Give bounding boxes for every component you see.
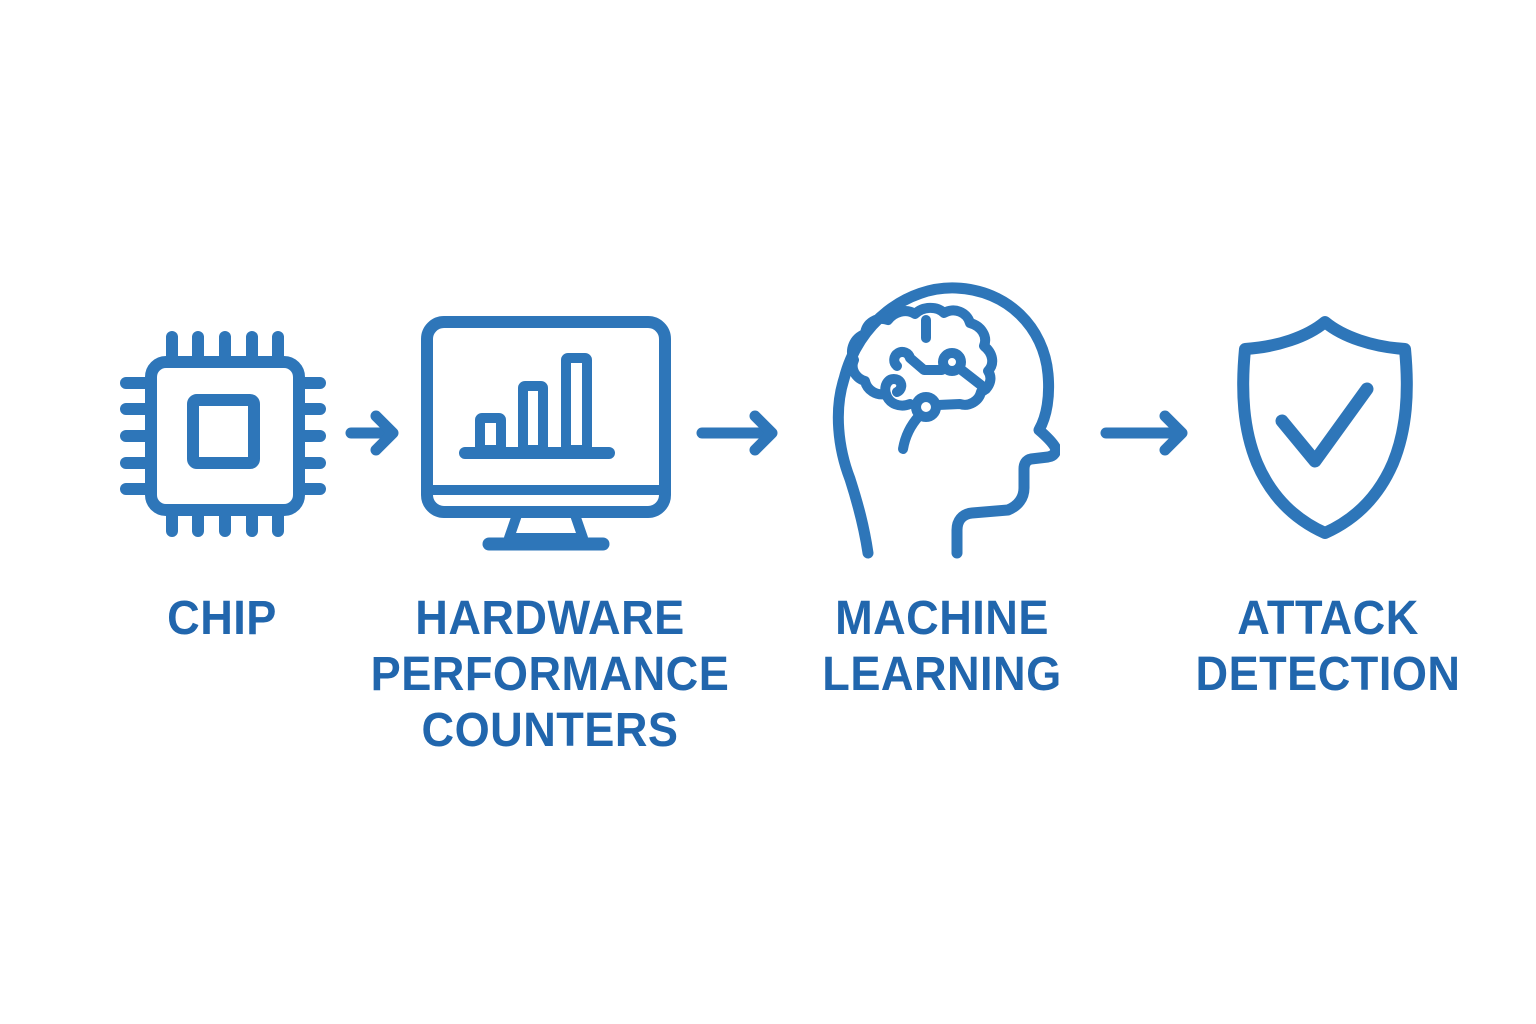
- arrow-right-icon: [345, 410, 399, 456]
- step-label-hardware-performance-counters: HARDWARE PERFORMANCE COUNTERS: [324, 591, 775, 759]
- step-label-line: HARDWARE: [415, 592, 685, 645]
- monitor-bar-chart-icon: [421, 316, 671, 551]
- step-label-line: MACHINE: [835, 592, 1049, 645]
- step-label-line: PERFORMANCE: [370, 648, 730, 701]
- step-label-line: COUNTERS: [421, 704, 679, 757]
- chip-icon: [120, 331, 326, 537]
- step-label-line: CHIP: [167, 592, 277, 645]
- checkmark-icon: [1275, 382, 1374, 468]
- shield-check-icon: [1237, 316, 1413, 539]
- step-label-line: DETECTION: [1195, 648, 1461, 701]
- arrow-right-icon: [1100, 410, 1188, 456]
- step-label-line: LEARNING: [822, 648, 1062, 701]
- arrow-right-icon: [696, 410, 778, 456]
- step-label-line: ATTACK: [1237, 592, 1419, 645]
- step-label-attack-detection: ATTACK DETECTION: [1102, 591, 1536, 703]
- head-brain-icon: [832, 282, 1060, 559]
- step-label-chip: CHIP: [0, 591, 448, 647]
- step-label-machine-learning: MACHINE LEARNING: [716, 591, 1167, 703]
